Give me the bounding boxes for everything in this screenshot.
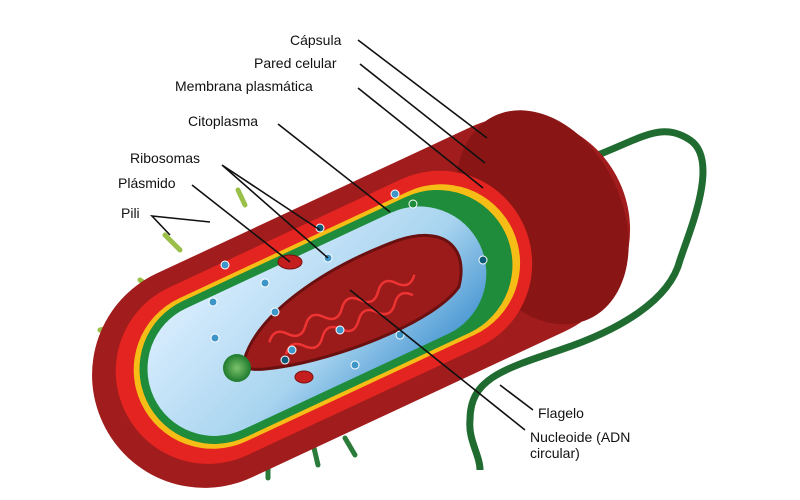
label-citoplasma: Citoplasma <box>188 113 259 129</box>
plasmid <box>294 370 314 384</box>
label-plasmido: Plásmido <box>118 175 176 191</box>
label-pared-celular: Pared celular <box>254 55 337 71</box>
label-flagelo: Flagelo <box>538 405 584 421</box>
storage-granule <box>223 354 251 382</box>
label-nucleoide-cont: circular) <box>530 445 580 461</box>
label-nucleoide: Nucleoide (ADN <box>530 429 631 445</box>
label-membrana-plasmatica: Membrana plasmática <box>175 78 313 94</box>
label-capsula: Cápsula <box>290 32 342 48</box>
label-ribosomas: Ribosomas <box>130 150 201 166</box>
leader-lines <box>149 39 534 431</box>
label-pili: Pili <box>121 205 140 221</box>
flagellum <box>466 128 707 471</box>
